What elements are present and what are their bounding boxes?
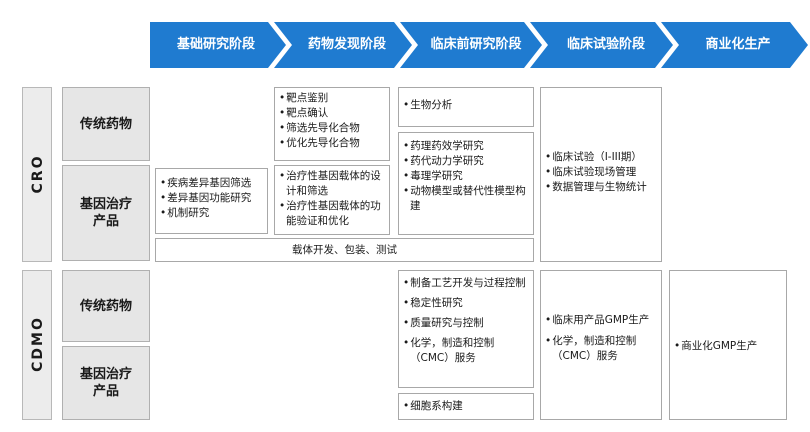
list-item: 生物分析: [403, 98, 529, 113]
list-item: 临床试验现场管理: [545, 165, 657, 180]
stage-label-basic: 基础研究阶段: [176, 37, 255, 52]
cro-clinical-box: 临床试验（I-III期） 临床试验现场管理 数据管理与生物统计: [540, 87, 662, 262]
cdmo-commercial-box: 商业化GMP生产: [669, 270, 787, 420]
cro-label: CRO: [30, 154, 46, 194]
stage-arrow-discovery: [274, 22, 412, 68]
cro-discovery-box: 靶点鉴别 靶点确认 筛选先导化合物 优化先导化合物: [274, 87, 390, 161]
cro-gene-therapy-cell: 基因治疗 产品: [62, 165, 150, 261]
cdmo-cell-line-box: 细胞系构建: [398, 393, 534, 420]
stage-arrow-preclinical: [400, 22, 542, 68]
list-item: 质量研究与控制: [403, 316, 529, 331]
list-item: 细胞系构建: [403, 399, 529, 414]
cro-basic-gene-box: 疾病差异基因筛选 差异基因功能研究 机制研究: [155, 168, 268, 234]
cro-traditional-drug-cell: 传统药物: [62, 87, 150, 161]
cro-band: CRO: [22, 87, 52, 262]
cro-vector-bar: 载体开发、包装、测试: [155, 238, 534, 262]
list-item: 毒理学研究: [403, 169, 529, 184]
list-item: 稳定性研究: [403, 296, 529, 311]
cdmo-traditional-drug-cell: 传统药物: [62, 270, 150, 342]
cro-bioanalysis-box: 生物分析: [398, 87, 534, 127]
list-item: 差异基因功能研究: [160, 191, 263, 206]
stage-label-preclinical: 临床前研究阶段: [430, 37, 522, 52]
list-item: 筛选先导化合物: [279, 121, 385, 136]
list-item: 数据管理与生物统计: [545, 180, 657, 195]
list-item: 制备工艺开发与过程控制: [403, 276, 529, 291]
stage-arrows: [150, 22, 808, 68]
stage-arrow-basic: [150, 22, 286, 68]
cdmo-traditional-drug-label: 传统药物: [79, 298, 132, 314]
list-item: 靶点确认: [279, 106, 385, 121]
list-item: 临床试验（I-III期）: [545, 150, 657, 165]
stage-arrow-commercial: [661, 22, 808, 68]
stage-label-commercial: 商业化生产: [705, 37, 771, 52]
list-item: 治疗性基因载体的设计和筛选: [279, 169, 385, 199]
list-item: 商业化GMP生产: [674, 339, 782, 354]
stage-label-clinical: 临床试验阶段: [566, 37, 645, 52]
cro-traditional-drug-label: 传统药物: [79, 116, 132, 132]
vector-bar-label: 载体开发、包装、测试: [292, 244, 397, 256]
list-item: 动物模型或替代性模型构建: [403, 184, 529, 214]
cdmo-label: CDMO: [30, 316, 46, 372]
cro-preclinical-box: 药理药效学研究 药代动力学研究 毒理学研究 动物模型或替代性模型构建: [398, 132, 534, 235]
cdmo-gene-therapy-cell: 基因治疗 产品: [62, 346, 150, 420]
list-item: 优化先导化合物: [279, 136, 385, 151]
cro-gene-therapy-label: 基因治疗 产品: [79, 197, 132, 229]
list-item: 药理药效学研究: [403, 139, 529, 154]
list-item: 疾病差异基因筛选: [160, 176, 263, 191]
stage-label-discovery: 药物发现阶段: [307, 37, 386, 52]
stage-arrow-clinical: [530, 22, 673, 68]
list-item: 化学，制造和控制（CMC）服务: [545, 334, 657, 364]
cdmo-clinical-box: 临床用产品GMP生产 化学，制造和控制（CMC）服务: [540, 270, 662, 420]
cdmo-band: CDMO: [22, 270, 52, 420]
list-item: 临床用产品GMP生产: [545, 313, 657, 328]
list-item: 药代动力学研究: [403, 154, 529, 169]
list-item: 机制研究: [160, 206, 263, 221]
list-item: 化学，制造和控制（CMC）服务: [403, 336, 529, 366]
cdmo-gene-therapy-label: 基因治疗 产品: [79, 367, 132, 399]
list-item: 治疗性基因载体的功能验证和优化: [279, 199, 385, 229]
cdmo-preclinical-box: 制备工艺开发与过程控制 稳定性研究 质量研究与控制 化学，制造和控制（CMC）服…: [398, 270, 534, 388]
list-item: 靶点鉴别: [279, 91, 385, 106]
cro-discovery-gene-box: 治疗性基因载体的设计和筛选 治疗性基因载体的功能验证和优化: [274, 165, 390, 235]
